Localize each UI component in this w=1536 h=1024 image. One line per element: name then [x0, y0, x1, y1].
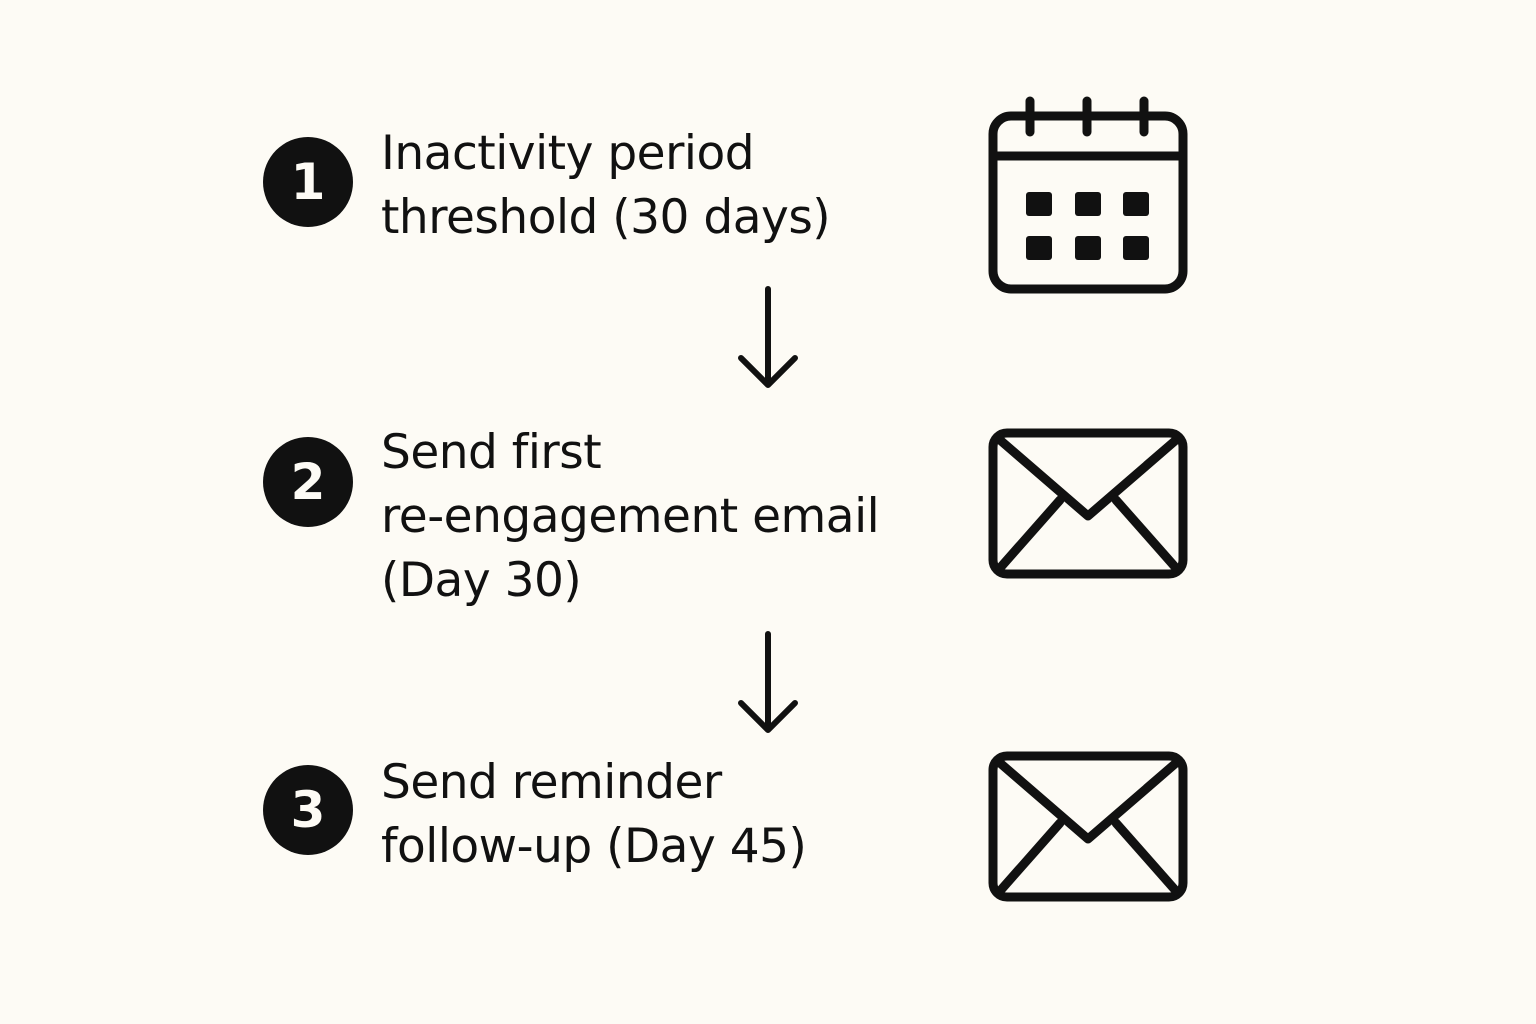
- down-arrow-icon: [738, 286, 798, 388]
- down-arrow-icon: [738, 631, 798, 733]
- step-2-label-line-2: re-engagement email: [381, 489, 880, 544]
- step-1-number-badge: 1: [263, 137, 353, 227]
- step-3-label-line-1: Send reminder: [381, 755, 722, 810]
- step-1-label-line-1: Inactivity period: [381, 126, 755, 181]
- envelope-icon: [988, 751, 1188, 902]
- step-3-number-badge: 3: [263, 765, 353, 855]
- envelope-icon: [988, 428, 1188, 579]
- step-2-label-line-1: Send first: [381, 425, 602, 480]
- step-2-number-badge: 2: [263, 437, 353, 527]
- step-2-label: Send first re-engagement email (Day 30): [381, 421, 941, 613]
- step-1-label-line-2: threshold (30 days): [381, 190, 831, 245]
- step-1-label: Inactivity period threshold (30 days): [381, 122, 941, 250]
- calendar-icon: [988, 96, 1188, 294]
- step-3-label-line-2: follow-up (Day 45): [381, 819, 807, 874]
- step-3-label: Send reminder follow-up (Day 45): [381, 751, 941, 879]
- step-2-label-line-3: (Day 30): [381, 553, 582, 608]
